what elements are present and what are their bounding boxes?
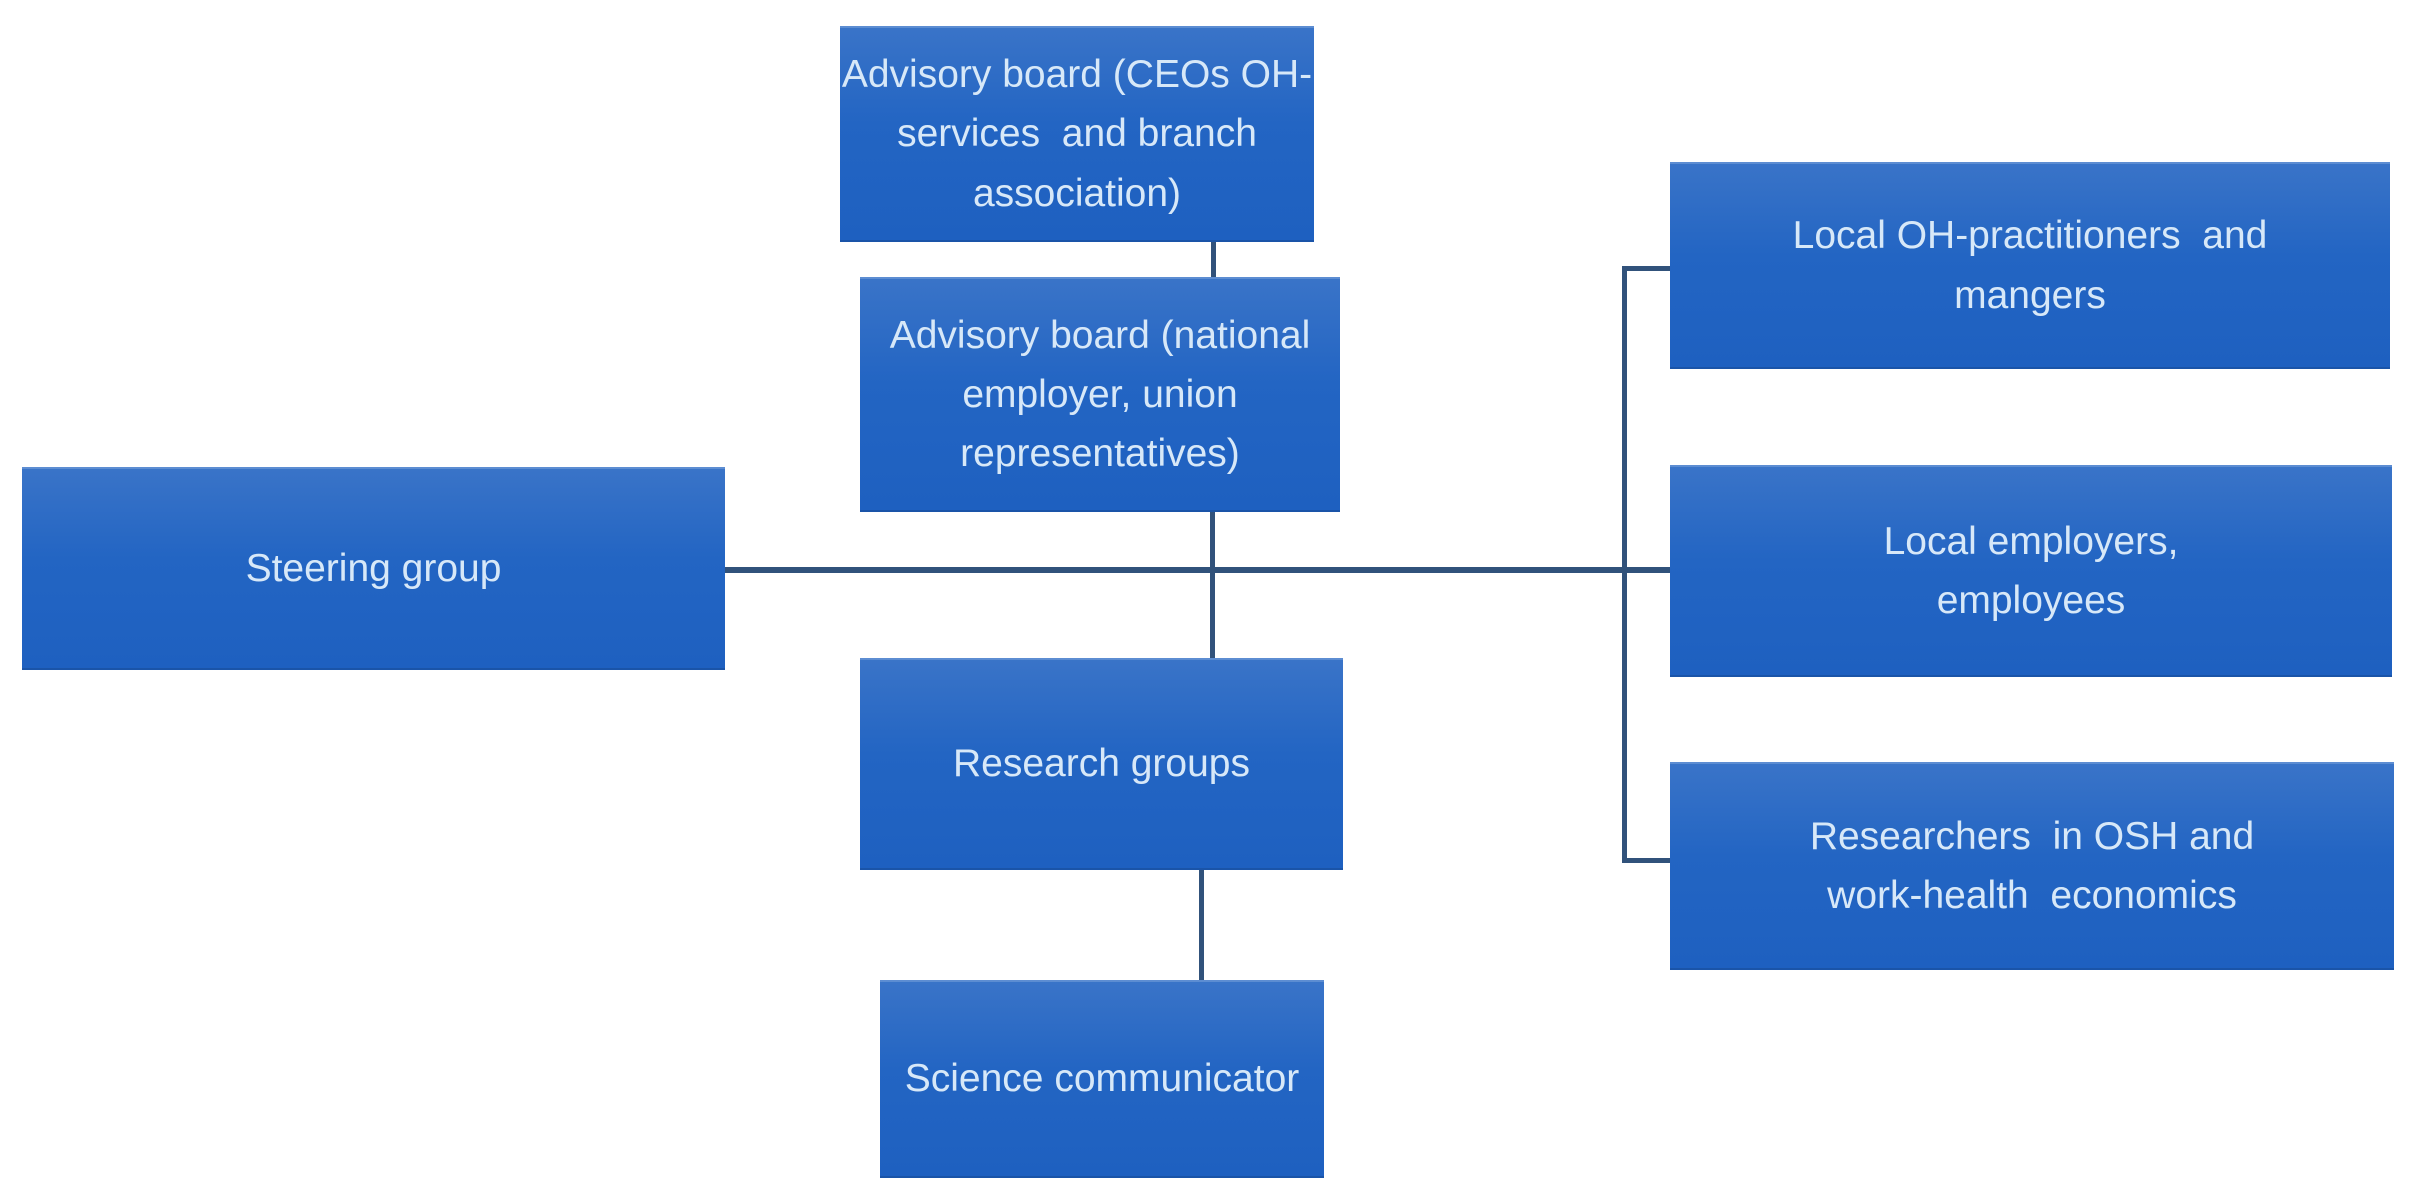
node-local-employers: Local employers, employees xyxy=(1670,465,2392,677)
node-science-communicator: Science communicator xyxy=(880,980,1324,1178)
connector-advisory-national-to-research xyxy=(1210,511,1215,659)
node-steering-group: Steering group xyxy=(22,467,725,670)
connector-stub-to-local-oh xyxy=(1622,266,1670,271)
connector-steering-to-right-group xyxy=(725,567,1670,573)
connector-advisory-ceos-to-national xyxy=(1211,242,1216,278)
connector-right-bracket-vertical xyxy=(1622,266,1627,863)
node-research-groups: Research groups xyxy=(860,658,1343,870)
node-advisory-board-national: Advisory board (national employer, union… xyxy=(860,277,1340,512)
connector-stub-to-researchers-osh xyxy=(1622,858,1670,863)
node-advisory-board-ceos: Advisory board (CEOs OH- services and br… xyxy=(840,26,1314,242)
connector-research-to-science xyxy=(1199,869,1204,981)
node-local-oh-practitioners: Local OH-practitioners and mangers xyxy=(1670,162,2390,369)
node-researchers-osh: Researchers in OSH and work-health econo… xyxy=(1670,762,2394,970)
